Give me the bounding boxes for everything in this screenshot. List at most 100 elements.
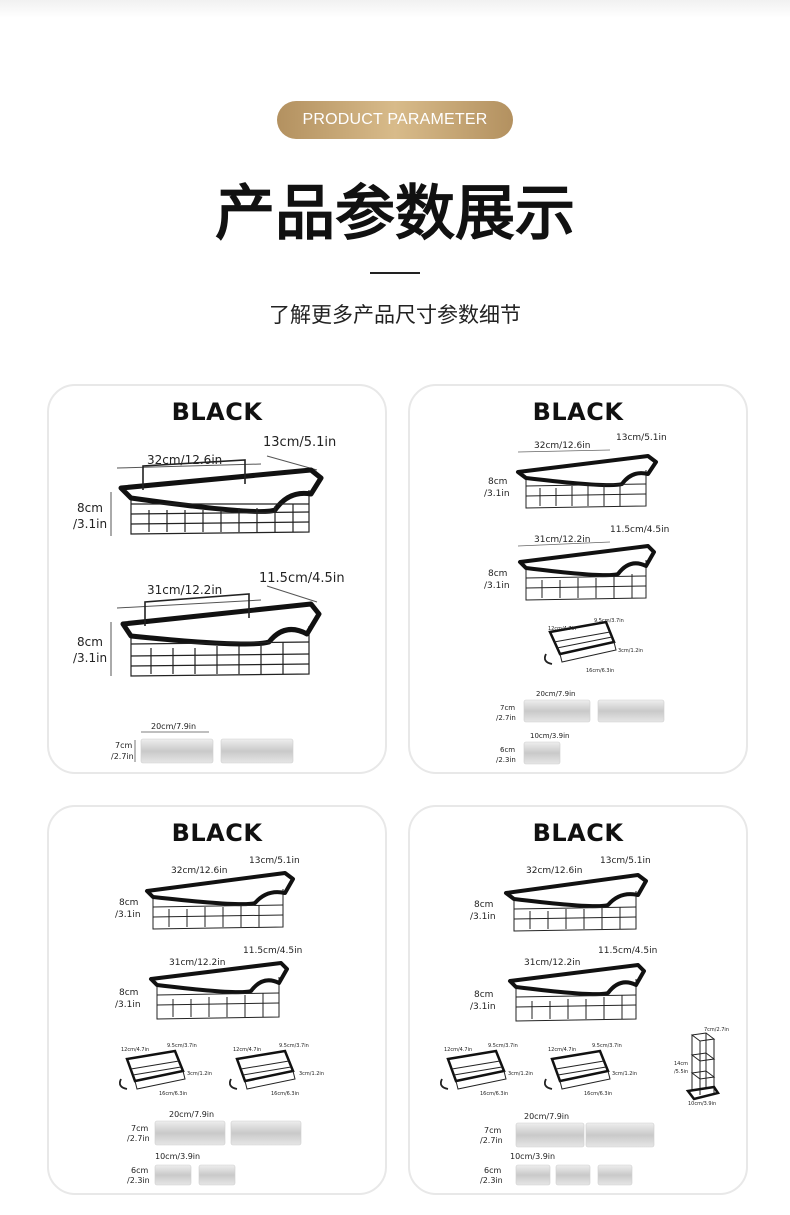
large-height-in: /3.1in	[73, 517, 107, 531]
short-strip-height-cm: 6cm	[484, 1166, 501, 1175]
card-title: BLACK	[171, 398, 263, 426]
small-length-label: 31cm/12.2in	[524, 958, 580, 968]
soap-width: 12cm/4.7in	[121, 1047, 149, 1053]
soap-height: 3cm/1.2in	[618, 648, 643, 654]
large-height-in: /3.1in	[115, 910, 141, 920]
soap-depth: 9.5cm/3.7in	[488, 1043, 518, 1049]
product-parameter-badge: PRODUCT PARAMETER	[277, 101, 513, 139]
card-title: BLACK	[171, 819, 263, 847]
long-strip-width: 20cm/7.9in	[151, 722, 196, 731]
card-1-drawing: 32cm/12.6in 13cm/5.1in 8cm /3.1in 31cm/1…	[73, 435, 345, 764]
soap-length: 16cm/6.3in	[159, 1091, 187, 1097]
large-width-label: 13cm/5.1in	[263, 435, 336, 450]
short-strip-height-in: /2.3in	[496, 756, 516, 764]
adhesive-strips	[515, 1122, 655, 1186]
long-adhesive-strips	[134, 731, 294, 764]
long-strip-height-in: /2.7in	[111, 752, 134, 761]
large-basket	[145, 871, 295, 930]
small-length-label: 31cm/12.2in	[534, 535, 590, 545]
small-width-label: 11.5cm/4.5in	[243, 946, 302, 956]
card-3-drawing: 32cm/12.6in 13cm/5.1in 8cm /3.1in 31cm/1…	[115, 856, 324, 1186]
soap-height-2: 3cm/1.2in	[299, 1071, 324, 1077]
large-width-label: 13cm/5.1in	[249, 856, 300, 866]
title-divider	[370, 272, 420, 274]
soap-length-2: 16cm/6.3in	[271, 1091, 299, 1097]
large-width-label: 13cm/5.1in	[616, 433, 667, 443]
soap-dish-left	[118, 1049, 186, 1090]
holder-height-in: /5.5in	[674, 1069, 688, 1075]
short-strip-width: 10cm/3.9in	[155, 1152, 200, 1161]
long-strip-height-cm: 7cm	[115, 741, 132, 750]
long-strip-width: 20cm/7.9in	[536, 690, 575, 698]
soap-dish-left	[439, 1049, 507, 1090]
long-strip-width: 20cm/7.9in	[169, 1110, 214, 1119]
small-basket	[110, 585, 322, 677]
card-title: BLACK	[532, 819, 624, 847]
large-height-cm: 8cm	[474, 900, 493, 910]
soap-width-2: 12cm/4.7in	[548, 1047, 576, 1053]
large-basket	[504, 873, 648, 932]
soap-depth-2: 9.5cm/3.7in	[279, 1043, 309, 1049]
soap-height: 3cm/1.2in	[508, 1071, 533, 1077]
soap-length-2: 16cm/6.3in	[584, 1091, 612, 1097]
long-strip-height-in: /2.7in	[496, 714, 516, 722]
large-height-cm: 8cm	[119, 898, 138, 908]
soap-dish-right	[543, 1049, 611, 1090]
soap-depth: 9.5cm/3.7in	[167, 1043, 197, 1049]
soap-length: 16cm/6.3in	[480, 1091, 508, 1097]
large-height-in: /3.1in	[484, 489, 510, 499]
long-strip-height-in: /2.7in	[127, 1134, 150, 1143]
large-length-label: 32cm/12.6in	[171, 866, 227, 876]
adhesive-strips	[154, 1120, 302, 1186]
product-card-1: BLACK	[47, 384, 387, 774]
large-height-in: /3.1in	[470, 912, 496, 922]
product-card-4: BLACK	[408, 805, 748, 1195]
soap-height-2: 3cm/1.2in	[612, 1071, 637, 1077]
soap-height: 3cm/1.2in	[187, 1071, 212, 1077]
small-height-cm: 8cm	[488, 569, 507, 579]
adhesive-strips	[523, 699, 665, 765]
small-height-in: /3.1in	[470, 1002, 496, 1012]
card-title: BLACK	[532, 398, 624, 426]
short-strip-width: 10cm/3.9in	[510, 1152, 555, 1161]
short-strip-height-in: /2.3in	[480, 1176, 503, 1185]
product-card-3: BLACK	[47, 805, 387, 1195]
small-basket	[517, 541, 656, 601]
large-length-label: 32cm/12.6in	[147, 453, 222, 467]
soap-length: 16cm/6.3in	[586, 668, 614, 674]
long-strip-height-cm: 7cm	[500, 704, 515, 712]
large-height-cm: 8cm	[77, 501, 103, 515]
small-height-cm: 8cm	[77, 635, 103, 649]
small-basket	[508, 963, 646, 1022]
soap-depth: 9.5cm/3.7in	[594, 618, 624, 624]
top-edge-strip	[0, 0, 790, 18]
soap-dish	[543, 620, 617, 665]
large-length-label: 32cm/12.6in	[526, 866, 582, 876]
large-width-label: 13cm/5.1in	[600, 856, 651, 866]
card-4-drawing: 32cm/12.6in 13cm/5.1in 8cm /3.1in 31cm/1…	[439, 856, 729, 1186]
small-height-cm: 8cm	[474, 990, 493, 1000]
page-title: 产品参数展示	[215, 179, 575, 249]
soap-dish-right	[228, 1049, 296, 1090]
small-width-label: 11.5cm/4.5in	[598, 946, 657, 956]
long-strip-width: 20cm/7.9in	[524, 1112, 569, 1121]
small-basket	[149, 961, 289, 1020]
toothbrush-holder	[685, 1032, 721, 1101]
soap-depth-2: 9.5cm/3.7in	[592, 1043, 622, 1049]
short-strip-width: 10cm/3.9in	[530, 732, 569, 740]
small-length-label: 31cm/12.2in	[147, 583, 222, 597]
long-strip-height-cm: 7cm	[484, 1126, 501, 1135]
holder-height: 14cm	[674, 1061, 688, 1067]
soap-width: 12cm/4.7in	[444, 1047, 472, 1053]
short-strip-height-cm: 6cm	[500, 746, 515, 754]
large-basket	[516, 449, 658, 509]
large-length-label: 32cm/12.6in	[534, 441, 590, 451]
card-2-drawing: 32cm/12.6in 13cm/5.1in 8cm /3.1in 31cm/1…	[484, 433, 669, 765]
product-card-2: BLACK 32cm/12.6in 13c	[408, 384, 748, 774]
holder-bottom: 10cm/3.9in	[688, 1101, 716, 1107]
small-height-in: /3.1in	[484, 581, 510, 591]
holder-top: 7cm/2.7in	[704, 1027, 729, 1033]
long-strip-height-cm: 7cm	[131, 1124, 148, 1133]
soap-width: 12cm/4.7in	[548, 626, 576, 632]
small-length-label: 31cm/12.2in	[169, 958, 225, 968]
